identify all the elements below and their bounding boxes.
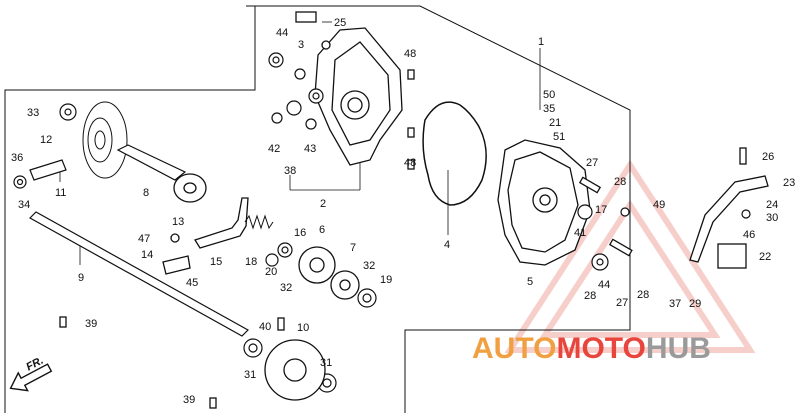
callout-1: 1 [538, 36, 544, 48]
callout-40: 40 [259, 321, 271, 333]
callout-30: 30 [766, 212, 778, 224]
callout-45: 45 [186, 277, 198, 289]
callout-39a: 39 [85, 318, 97, 330]
callout-48b: 48 [404, 157, 416, 169]
callout-35: 35 [543, 103, 555, 115]
callout-labels: 1 2 3 4 5 6 7 8 9 10 11 12 13 14 15 16 1… [11, 17, 795, 406]
callout-12: 12 [40, 134, 52, 146]
washers [13, 52, 751, 393]
callout-46: 46 [743, 229, 755, 241]
shafts [29, 144, 249, 337]
front-arrow: FR. [9, 355, 53, 392]
callout-32a: 32 [280, 282, 292, 294]
callout-2: 2 [320, 198, 326, 210]
callout-14: 14 [141, 249, 153, 261]
callout-21: 21 [549, 117, 561, 129]
callout-25: 25 [334, 17, 346, 29]
callout-19: 19 [380, 274, 392, 286]
spring [244, 214, 274, 230]
gear-case [497, 139, 591, 266]
callout-31a: 31 [244, 369, 256, 381]
callout-42: 42 [268, 143, 280, 155]
callout-48a: 48 [404, 48, 416, 60]
callout-5: 5 [527, 276, 533, 288]
callout-15: 15 [210, 256, 222, 268]
bolts [59, 11, 747, 409]
arm [689, 175, 769, 263]
callout-4: 4 [444, 239, 450, 251]
callout-44b: 44 [598, 279, 610, 291]
callout-7: 7 [350, 242, 356, 254]
callout-28c: 28 [637, 289, 649, 301]
callout-39b: 39 [183, 394, 195, 406]
gasket [422, 101, 487, 206]
watermark-text: AUTOMOTOHUB [472, 332, 711, 365]
watermark-triangle [504, 159, 756, 353]
gears [173, 173, 360, 401]
bracket [717, 243, 747, 269]
watermark-part3: HUB [646, 332, 711, 365]
callout-31b: 31 [320, 357, 332, 369]
callout-49: 49 [653, 199, 665, 211]
callout-9: 9 [78, 272, 84, 284]
callout-38: 38 [284, 165, 296, 177]
bevel-gear [82, 101, 128, 179]
callout-29: 29 [689, 298, 701, 310]
shift-linkage [162, 197, 249, 275]
callout-20: 20 [265, 266, 277, 278]
callout-11: 11 [55, 187, 66, 199]
callout-44a: 44 [276, 27, 288, 39]
watermark-part1: AUTO [472, 332, 556, 365]
callout-33: 33 [27, 107, 39, 119]
assembly-outline [4, 5, 631, 413]
callout-18: 18 [245, 256, 257, 268]
callout-41: 41 [574, 227, 586, 239]
callout-22: 22 [759, 251, 771, 263]
callout-8: 8 [143, 187, 149, 199]
callout-36: 36 [11, 152, 23, 164]
upper-cover [314, 27, 403, 166]
callout-28a: 28 [614, 176, 626, 188]
callout-3a: 3 [298, 39, 304, 51]
callout-27a: 27 [586, 157, 598, 169]
callout-28b: 28 [584, 290, 596, 302]
callout-50: 50 [543, 89, 555, 101]
callout-16: 16 [294, 227, 306, 239]
callout-23: 23 [783, 177, 795, 189]
callout-17: 17 [595, 204, 607, 216]
callout-10: 10 [297, 322, 309, 334]
callout-51: 51 [553, 131, 565, 143]
callout-6: 6 [319, 224, 325, 236]
callout-26: 26 [762, 151, 774, 163]
callout-27b: 27 [616, 297, 628, 309]
callout-32b: 32 [363, 260, 375, 272]
callout-13: 13 [172, 216, 184, 228]
callout-47: 47 [138, 233, 150, 245]
callout-43: 43 [304, 143, 316, 155]
callout-24: 24 [766, 199, 778, 211]
callout-37: 37 [669, 298, 681, 310]
watermark-part2: MOTO [556, 332, 645, 365]
svg-text:AUTOMOTOHUB: AUTOMOTOHUB [472, 332, 711, 365]
callout-34: 34 [18, 199, 30, 211]
